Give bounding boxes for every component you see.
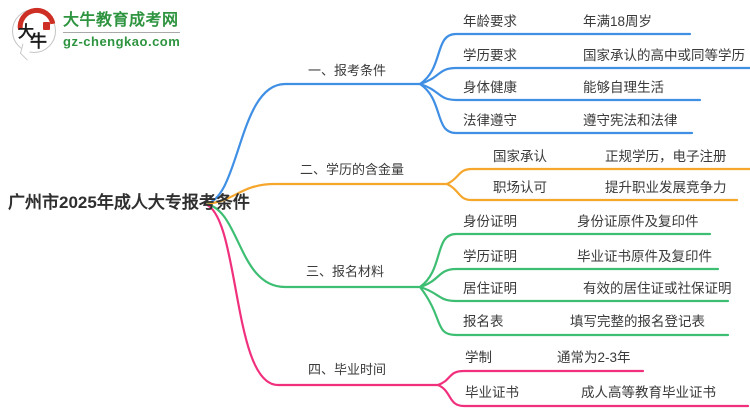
leaf-value: 身份证原件及复印件 [577, 214, 699, 229]
leaf-value: 有效的居住证或社保证明 [583, 281, 732, 296]
branch-3-trunk-line [203, 202, 422, 289]
leaf-registration-form[interactable]: 报名表 填写完整的报名登记表 [463, 313, 705, 331]
leaf-residence-proof[interactable]: 居住证明 有效的居住证或社保证明 [463, 280, 732, 298]
leaf-value: 填写完整的报名登记表 [570, 314, 705, 329]
branch-1-child-2-line [418, 66, 750, 86]
leaf-value: 遵守宪法和法律 [583, 113, 678, 128]
branch-1-child-1-line [418, 32, 692, 86]
logo-char-da: 大 [18, 24, 35, 41]
leaf-value: 正规学历，电子注册 [605, 149, 727, 164]
branch-4-trunk-line [203, 202, 440, 387]
branch-2-trunk-line [203, 182, 449, 206]
leaf-label: 身体健康 [463, 80, 517, 95]
leaf-study-duration[interactable]: 学制 通常为2-3年 [465, 349, 631, 367]
leaf-label: 报名表 [463, 314, 504, 329]
branch-3-child-2-line [418, 267, 720, 289]
central-topic[interactable]: 广州市2025年成人大专报考条件 [8, 193, 250, 212]
branch-4-label[interactable]: 四、毕业时间 [308, 362, 387, 377]
leaf-label: 毕业证书 [465, 385, 519, 400]
branch-4-child-1-line [436, 369, 645, 387]
leaf-label: 身份证明 [463, 214, 517, 229]
leaf-label: 法律遵守 [463, 113, 517, 128]
logo-bull-icon: 大 牛 [12, 4, 56, 61]
leaf-label: 居住证明 [463, 281, 517, 296]
branch-3-label[interactable]: 三、报名材料 [306, 264, 385, 279]
branch-1-child-4-line [418, 82, 694, 135]
leaf-label: 学历证明 [463, 249, 517, 264]
branch-1-trunk-line [203, 82, 422, 206]
site-url: gz-chengkao.com [63, 34, 181, 50]
leaf-value: 能够自理生活 [583, 80, 664, 95]
branch-3-child-3-line [418, 285, 730, 303]
leaf-education-requirement[interactable]: 学历要求 国家承认的高中或同等学历 [463, 47, 745, 65]
logo-seal-icon [43, 22, 50, 30]
branch-2-label[interactable]: 二、学历的含金量 [300, 162, 405, 177]
leaf-identity-proof[interactable]: 身份证明 身份证原件及复印件 [463, 213, 699, 231]
leaf-label: 国家承认 [493, 149, 547, 164]
branch-3-child-4-line [418, 285, 730, 337]
leaf-value: 成人高等教育毕业证书 [581, 385, 716, 400]
leaf-value: 毕业证书原件及复印件 [577, 249, 712, 264]
branch-2-child-2-line [445, 182, 739, 202]
leaf-workplace-recognized[interactable]: 职场认可 提升职业发展竞争力 [493, 179, 727, 197]
leaf-label: 职场认可 [493, 180, 547, 195]
branch-3-child-1-line [418, 232, 712, 289]
leaf-label: 学历要求 [463, 48, 517, 63]
leaf-label: 年龄要求 [463, 14, 517, 29]
leaf-diploma[interactable]: 毕业证书 成人高等教育毕业证书 [465, 384, 716, 402]
branch-1-child-3-line [418, 82, 702, 102]
leaf-age-requirement[interactable]: 年龄要求 年满18周岁 [463, 13, 652, 31]
branch-1-label[interactable]: 一、报考条件 [308, 63, 387, 78]
leaf-value: 年满18周岁 [583, 14, 653, 29]
leaf-value: 通常为2-3年 [557, 350, 631, 365]
leaf-state-recognized[interactable]: 国家承认 正规学历，电子注册 [493, 148, 727, 166]
leaf-value: 提升职业发展竞争力 [605, 180, 727, 195]
branch-2-child-1-line [445, 167, 750, 186]
leaf-education-proof[interactable]: 学历证明 毕业证书原件及复印件 [463, 248, 712, 266]
leaf-label: 学制 [465, 350, 492, 365]
leaf-health-requirement[interactable]: 身体健康 能够自理生活 [463, 79, 664, 97]
logo-char-niu: 牛 [30, 32, 47, 51]
leaf-value: 国家承认的高中或同等学历 [583, 48, 745, 63]
site-logo[interactable]: 大 牛 大牛教育成考网 gz-chengkao.com [12, 4, 181, 61]
logo-text: 大牛教育成考网 gz-chengkao.com [63, 11, 181, 51]
site-name: 大牛教育成考网 [63, 11, 181, 34]
leaf-law-requirement[interactable]: 法律遵守 遵守宪法和法律 [463, 112, 678, 130]
branch-4-child-2-line [436, 383, 750, 408]
